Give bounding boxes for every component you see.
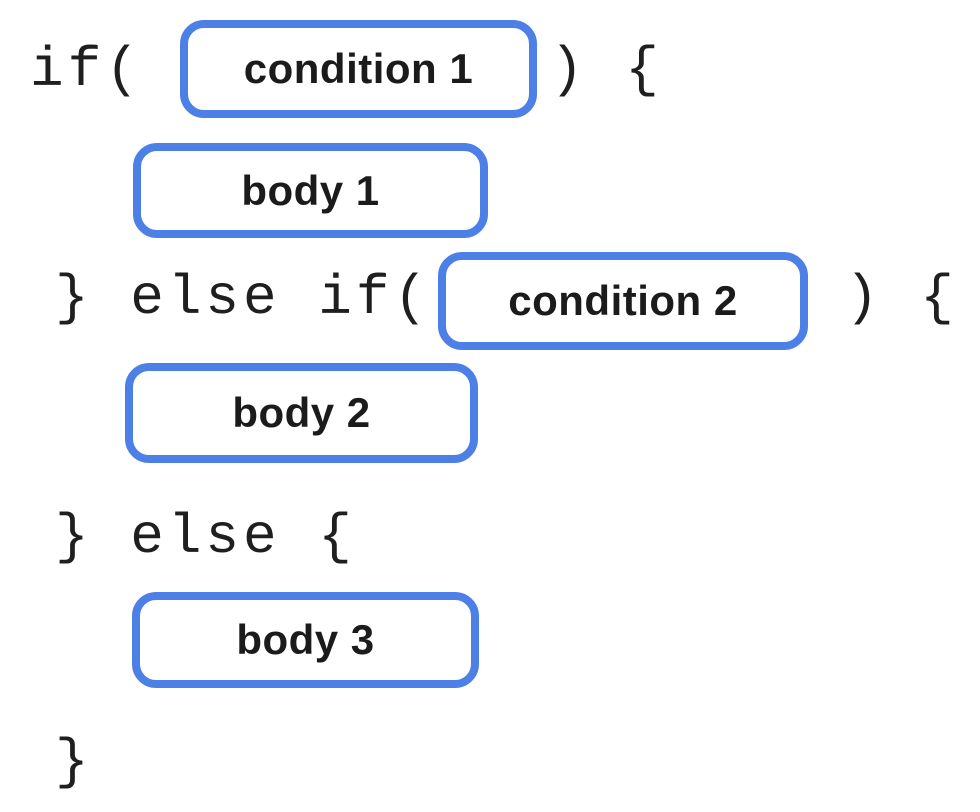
code-else-if-close-brace-open: ) { (845, 266, 958, 330)
slot-condition-2-label: condition 2 (508, 277, 738, 324)
code-else-if-open: } else if( (55, 266, 432, 330)
slot-body-3-label: body 3 (236, 616, 375, 663)
code-if-open: if( (30, 38, 143, 102)
code-else-open: } else { (55, 505, 356, 569)
slot-body-1-label: body 1 (241, 166, 380, 214)
slot-body-3[interactable]: body 3 (132, 592, 479, 688)
slot-body-2[interactable]: body 2 (125, 363, 478, 463)
slot-condition-1-label: condition 1 (243, 45, 474, 92)
code-if-close-brace-open: ) { (550, 38, 663, 102)
slot-condition-1[interactable]: condition 1 (180, 20, 537, 118)
code-closing-brace: } (55, 730, 93, 794)
slot-condition-2[interactable]: condition 2 (438, 252, 808, 350)
slot-body-1[interactable]: body 1 (133, 143, 488, 238)
slot-body-2-label: body 2 (232, 389, 371, 436)
